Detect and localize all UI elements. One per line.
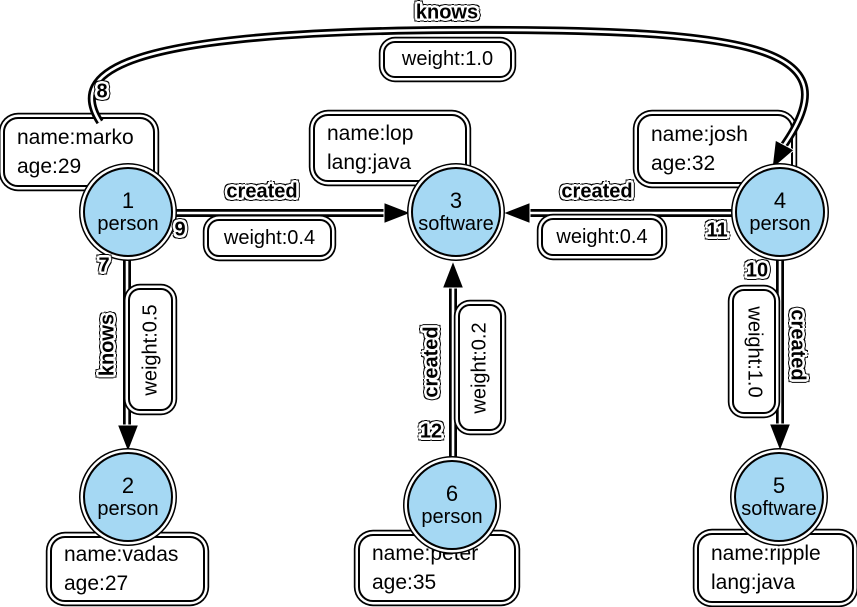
node-5-software: 5 software [734,452,824,542]
property-text: name:josh [651,123,748,146]
weight-text: weight:0.5 [139,303,161,396]
arrowhead [116,424,140,454]
edge-12-label: created [420,326,443,398]
node-id: 5 [772,473,786,498]
node-6-person: 6 person [407,460,497,550]
props-node-2: name:vadas age:27 [50,536,205,602]
edge-11-label: created [561,180,633,203]
node-id: 2 [121,473,135,498]
node-id: 1 [121,188,135,213]
node-id: 3 [449,188,463,213]
property-text: name:marko [17,126,134,149]
property-text: age:29 [17,155,82,178]
weight-text: weight:0.4 [556,225,648,248]
property-text: name:vadas [64,543,179,566]
property-text: age:35 [372,571,437,594]
arrowhead [383,201,413,225]
node-id: 6 [445,481,459,506]
node-label: person [421,506,483,528]
property-text: age:27 [64,572,129,595]
weight-text: weight:1.0 [401,48,494,70]
node-label: person [97,498,159,520]
property-text: lang:java [711,571,796,594]
edge-10-weight-box: weight:1.0 [732,289,776,414]
node-label: software [741,498,817,520]
edge-9-label: created [226,180,298,203]
property-text: name:lop [327,122,414,145]
edge-7-id: 7 [98,254,110,277]
weight-text: weight:0.4 [223,226,316,249]
edge-8-id: 8 [96,80,108,103]
edge-12-weight-box: weight:0.2 [458,304,502,431]
edge-11-weight-box: weight:0.4 [541,218,663,256]
node-label: software [418,213,494,235]
arrowhead [768,423,792,453]
node-id: 4 [773,188,787,213]
edge-8-weight-box: weight:1.0 [383,41,512,78]
edge-9-id: 9 [174,218,186,241]
node-label: person [97,213,159,235]
edge-11-id: 11 [706,219,728,242]
node-1-person: 1 person [83,167,173,257]
arrowhead [441,259,465,289]
property-text: lang:java [327,151,412,174]
node-2-person: 2 person [83,452,173,542]
edge-9-weight-box: weight:0.4 [207,219,332,257]
edge-8-label: knows [415,1,479,24]
property-text: age:32 [651,152,716,175]
arrowhead [501,201,531,225]
edge-7-label: knows [96,313,119,377]
weight-text: weight:1.0 [743,305,766,398]
edge-12-id: 12 [419,420,443,443]
node-label: person [749,213,811,235]
edge-10-id: 10 [745,259,769,282]
node-3-software: 3 software [411,167,501,257]
props-node-5: name:ripple lang:java [697,533,854,603]
edge-7-weight-box: weight:0.5 [128,288,173,411]
edge-10-label: created [786,309,809,381]
property-text: name:ripple [711,542,821,565]
node-4-person: 4 person [735,167,825,257]
weight-text: weight:0.2 [468,321,491,414]
